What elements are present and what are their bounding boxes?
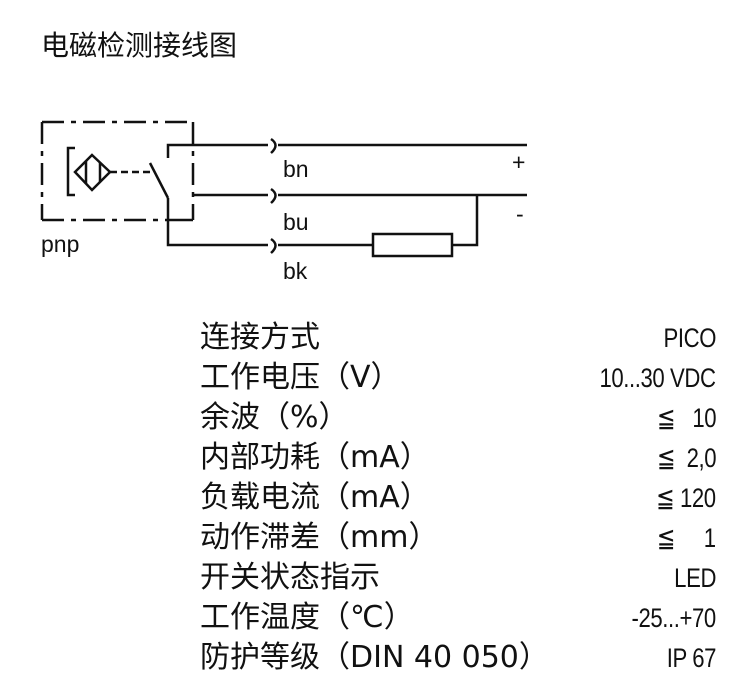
spec-row: 动作滞差（mm） ≦ 1 <box>200 512 716 555</box>
sensing-face-bracket <box>66 146 75 197</box>
spec-row: 工作电压（V） 10...30 VDC <box>200 352 717 395</box>
wire-bn <box>166 137 527 158</box>
spec-label: 开关状态指示 <box>200 560 380 595</box>
spec-label: 防护等级（DIN 40 050） <box>200 640 549 675</box>
wire-label-bu: bu <box>283 209 309 235</box>
spec-label: 工作电压（V） <box>200 360 401 395</box>
switch-contact <box>148 162 170 199</box>
spec-row: 负载电流（mA） ≦ 120 <box>200 472 716 515</box>
spec-value: IP 67 <box>666 643 717 673</box>
spec-value: ≦ 120 <box>656 483 716 513</box>
wire-label-bk: bk <box>283 258 308 284</box>
spec-row: 余波（%） ≦ 10 <box>200 392 717 435</box>
spec-value: PICO <box>663 323 717 353</box>
load-resistor <box>371 232 454 258</box>
spec-value: -25...+70 <box>631 603 717 633</box>
spec-label: 连接方式 <box>200 320 320 355</box>
spec-value: ≦ 2,0 <box>656 443 717 473</box>
sensor-housing-box <box>40 120 195 222</box>
spec-row: 防护等级（DIN 40 050） IP 67 <box>200 632 717 675</box>
wiring-diagram: bn bu bk + - pnp <box>40 120 527 284</box>
wire-label-bn: bn <box>283 156 309 182</box>
spec-label: 工作温度（℃） <box>200 600 414 635</box>
spec-value: ≦ 1 <box>657 523 716 553</box>
terminal-plus: + <box>512 149 525 175</box>
page-title: 电磁检测接线图 <box>41 29 238 62</box>
spec-row: 工作温度（℃） -25...+70 <box>200 592 717 635</box>
spec-label: 内部功耗（mA） <box>200 440 430 475</box>
output-type-label: pnp <box>41 231 79 257</box>
spec-value: 10...30 VDC <box>599 363 717 393</box>
spec-row: 内部功耗（mA） ≦ 2,0 <box>200 432 717 475</box>
spec-label: 动作滞差（mm） <box>200 520 439 555</box>
inductive-sensor-icon <box>73 153 112 192</box>
spec-table: 连接方式 PICO 工作电压（V） 10...30 VDC 余波（%） ≦ 10… <box>200 312 717 675</box>
spec-label: 负载电流（mA） <box>200 480 430 515</box>
spec-value: LED <box>674 563 716 593</box>
spec-row: 开关状态指示 LED <box>200 552 716 595</box>
spec-row: 连接方式 PICO <box>200 312 717 355</box>
wire-bu <box>193 187 527 204</box>
spec-value: ≦ 10 <box>656 403 717 433</box>
spec-label: 余波（%） <box>200 400 349 435</box>
terminal-minus: - <box>516 201 524 227</box>
wire-bk <box>166 195 479 254</box>
